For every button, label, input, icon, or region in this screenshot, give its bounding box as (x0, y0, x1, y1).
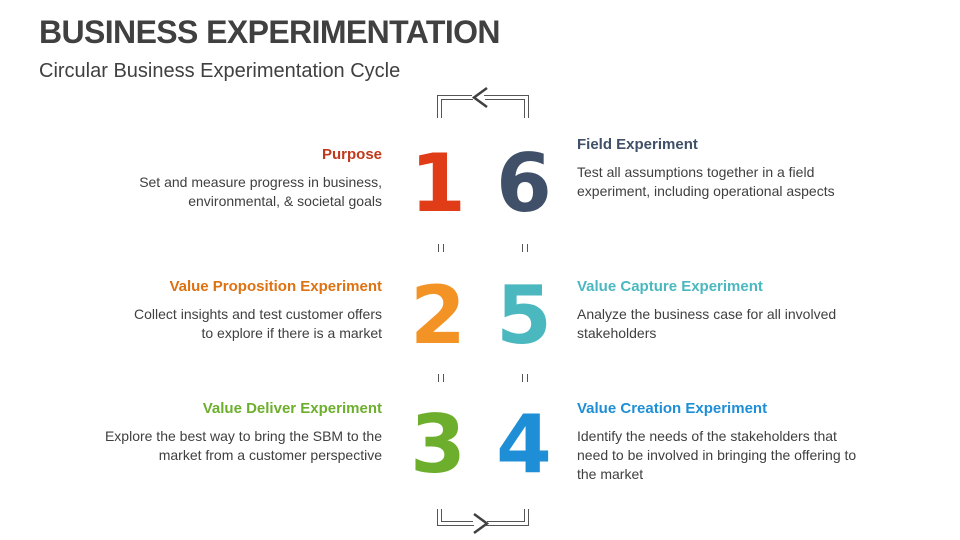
step-title-value-creation: Value Creation Experiment (577, 400, 768, 417)
description-line: to explore if there is a market (201, 325, 382, 341)
description-line: experiment, including operational aspect… (577, 183, 835, 199)
description-line: Set and measure progress in business, (139, 174, 382, 190)
description-line: environmental, & societal goals (188, 193, 382, 209)
description-line: the market (577, 466, 644, 482)
chevron-right-icon (473, 512, 490, 535)
step-description-value-capture: Analyze the business case for all involv… (577, 305, 836, 343)
step-description-value-creation: Identify the needs of the stakeholders t… (577, 427, 856, 484)
description-line: Analyze the business case for all involv… (577, 306, 837, 322)
connector-tick (438, 244, 444, 252)
chevron-left-icon (471, 86, 488, 109)
step-description-value-deliver: Explore the best way to bring the SBM to… (105, 427, 382, 465)
step-title-value-proposition: Value Proposition Experiment (169, 278, 382, 295)
description-line: stakeholders (577, 325, 657, 341)
connector-tick (522, 244, 528, 252)
step-title-value-deliver: Value Deliver Experiment (202, 400, 382, 417)
description-line: Collect insights and test customer offer… (134, 306, 382, 322)
step-number-6: 6 (496, 137, 552, 230)
bottom-bracket (437, 509, 529, 526)
step-number-3: 3 (410, 398, 466, 491)
step-number-5: 5 (496, 269, 552, 362)
description-line: Explore the best way to bring the SBM to… (104, 428, 382, 444)
top-bracket (437, 95, 529, 118)
description-line: Test all assumptions together in a field (577, 164, 815, 180)
step-title-purpose: Purpose (321, 146, 382, 163)
description-line: market from a customer perspective (158, 447, 382, 463)
step-number-4: 4 (496, 398, 552, 491)
description-line: Identify the needs of the stakeholders t… (577, 428, 837, 444)
step-title-value-capture: Value Capture Experiment (577, 278, 763, 295)
step-description-purpose: Set and measure progress in business, en… (139, 173, 382, 211)
step-description-field-experiment: Test all assumptions together in a field… (577, 163, 835, 201)
page-subtitle: Circular Business Experimentation Cycle (39, 60, 401, 82)
step-title-field-experiment: Field Experiment (577, 136, 698, 153)
connector-tick (438, 374, 444, 382)
connector-tick (522, 374, 528, 382)
step-description-value-proposition: Collect insights and test customer offer… (134, 305, 382, 343)
step-number-2: 2 (410, 269, 466, 362)
page-title: BUSINESS EXPERIMENTATION (39, 14, 501, 50)
step-number-1: 1 (410, 137, 466, 230)
description-line: need to be involved in bringing the offe… (577, 447, 857, 463)
